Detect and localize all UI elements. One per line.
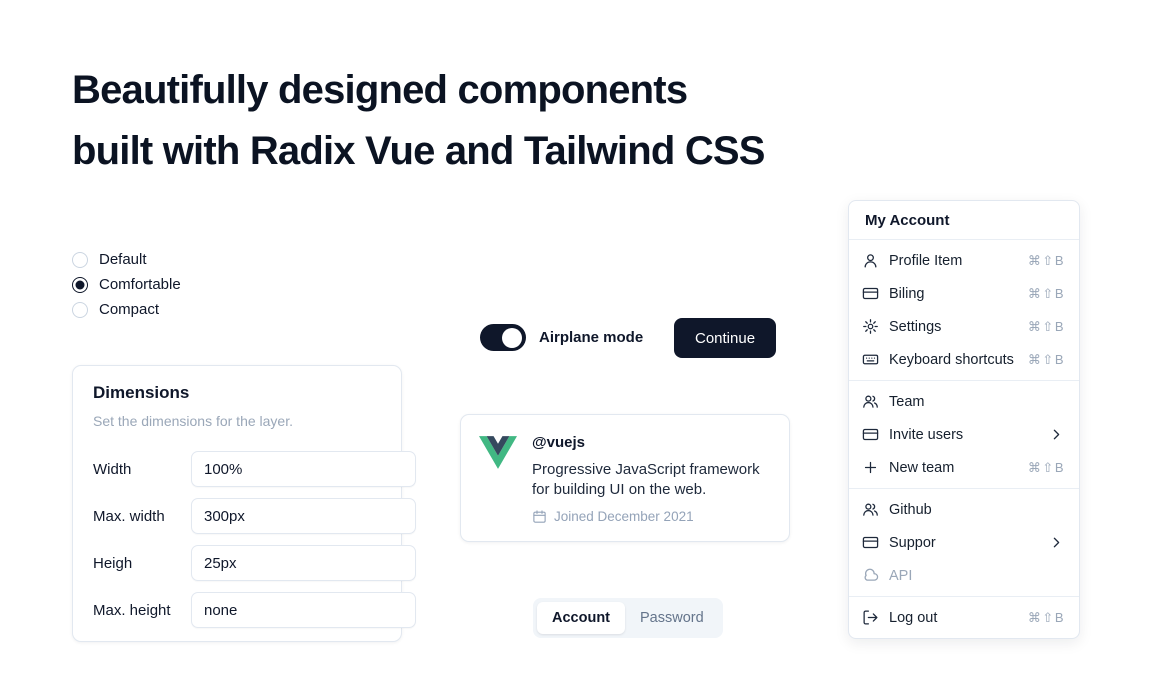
menu-item-invite-users[interactable]: Invite users — [849, 418, 1079, 451]
menu-item-label: Team — [889, 393, 925, 410]
vuejs-card: @vuejs Progressive JavaScript framework … — [460, 414, 790, 542]
credit-card-icon — [862, 426, 879, 443]
vue-card-body: @vuejs Progressive JavaScript framework … — [532, 434, 771, 524]
airplane-mode-row: Airplane mode — [480, 324, 643, 351]
height-input[interactable] — [191, 545, 416, 581]
menu-item-new-team[interactable]: New team ⌘⇧B — [849, 451, 1079, 484]
radio-circle-checked[interactable] — [72, 276, 88, 293]
field-label: Max. width — [93, 507, 165, 525]
menu-item-label: Suppor — [889, 534, 936, 551]
tab-account[interactable]: Account — [537, 602, 625, 634]
width-input[interactable] — [191, 451, 416, 487]
menu-group-logout: Log out ⌘⇧B — [849, 597, 1079, 638]
menu-separator — [849, 596, 1079, 597]
field-label: Heigh — [93, 554, 133, 572]
menu-item-billing[interactable]: Biling ⌘⇧B — [849, 277, 1079, 310]
max-width-input[interactable] — [191, 498, 416, 534]
menu-title: My Account — [865, 212, 950, 229]
menu-item-label: New team — [889, 459, 955, 476]
menu-item-keyboard-shortcuts[interactable]: Keyboard shortcuts ⌘⇧B — [849, 343, 1079, 376]
menu-item-label: Biling — [889, 285, 925, 302]
dimensions-fields: Width Max. width Heigh Max. height — [93, 451, 416, 628]
menu-separator — [849, 380, 1079, 381]
menu-item-label: Github — [889, 501, 932, 518]
continue-button[interactable]: Continue — [674, 318, 777, 358]
field-row-height: Heigh — [93, 545, 416, 581]
credit-card-icon — [862, 534, 879, 551]
menu-item-shortcut: ⌘⇧B — [1027, 351, 1065, 367]
page-title-line2: built with Radix Vue and Tailwind CSS — [72, 129, 765, 173]
menu-item-shortcut: ⌘⇧B — [1027, 459, 1065, 475]
field-label: Width — [93, 460, 132, 478]
calendar-icon — [532, 509, 547, 524]
radio-option-compact[interactable]: Compact — [72, 301, 181, 318]
gear-icon — [862, 318, 879, 335]
users-icon — [862, 501, 879, 518]
chevron-right-icon — [1048, 426, 1065, 443]
radio-option-comfortable[interactable]: Comfortable — [72, 276, 181, 293]
keyboard-icon — [862, 351, 879, 368]
credit-card-icon — [862, 285, 879, 302]
cloud-icon — [862, 567, 879, 584]
dimensions-card: Dimensions Set the dimensions for the la… — [72, 365, 416, 642]
radio-label: Compact — [99, 301, 160, 318]
menu-item-label: Invite users — [889, 426, 964, 443]
menu-group-team: Team Invite users New team ⌘⇧B — [849, 381, 1079, 488]
vue-joined-row: Joined December 2021 — [532, 509, 771, 524]
menu-item-log-out[interactable]: Log out ⌘⇧B — [849, 601, 1079, 634]
field-row-max-height: Max. height — [93, 592, 416, 628]
page-title: Beautifully designed components built wi… — [72, 60, 765, 182]
users-icon — [862, 393, 879, 410]
page-title-line1: Beautifully designed components — [72, 68, 688, 112]
vue-logo-icon — [479, 436, 517, 522]
radio-option-default[interactable]: Default — [72, 251, 181, 268]
menu-item-api: API — [849, 559, 1079, 592]
radio-label: Default — [99, 251, 147, 268]
field-label: Max. height — [93, 601, 171, 619]
field-row-max-width: Max. width — [93, 498, 416, 534]
log-out-icon — [862, 609, 879, 626]
menu-item-shortcut: ⌘⇧B — [1027, 252, 1065, 268]
menu-item-github[interactable]: Github — [849, 493, 1079, 526]
max-height-input[interactable] — [191, 592, 416, 628]
vue-joined-text: Joined December 2021 — [554, 509, 694, 524]
airplane-mode-switch[interactable] — [480, 324, 526, 351]
menu-item-profile[interactable]: Profile Item ⌘⇧B — [849, 244, 1079, 277]
menu-item-support[interactable]: Suppor — [849, 526, 1079, 559]
menu-item-label: Profile Item — [889, 252, 963, 269]
airplane-mode-label: Airplane mode — [539, 329, 644, 346]
account-tabs: Account Password — [533, 598, 723, 638]
vue-handle: @vuejs — [532, 434, 585, 451]
user-icon — [862, 252, 879, 269]
menu-group-misc: Github Suppor API — [849, 489, 1079, 596]
vue-description: Progressive JavaScript framework for bui… — [532, 461, 760, 498]
tab-password[interactable]: Password — [640, 610, 704, 626]
dimensions-subtitle: Set the dimensions for the layer. — [93, 413, 293, 429]
menu-item-label: Log out — [889, 609, 938, 626]
menu-separator — [849, 239, 1079, 240]
menu-group-profile: Profile Item ⌘⇧B Biling ⌘⇧B Settings ⌘⇧B… — [849, 240, 1079, 380]
plus-icon — [862, 459, 879, 476]
menu-item-label: API — [889, 567, 913, 584]
density-radio-group: Default Comfortable Compact — [72, 251, 181, 318]
account-dropdown-menu: My Account Profile Item ⌘⇧B Biling ⌘⇧B S… — [848, 200, 1080, 639]
field-row-width: Width — [93, 451, 416, 487]
menu-item-settings[interactable]: Settings ⌘⇧B — [849, 310, 1079, 343]
menu-item-shortcut: ⌘⇧B — [1027, 285, 1065, 301]
chevron-right-icon — [1048, 534, 1065, 551]
menu-item-shortcut: ⌘⇧B — [1027, 609, 1065, 625]
switch-knob — [502, 327, 522, 348]
radio-circle[interactable] — [72, 251, 88, 268]
radio-circle[interactable] — [72, 301, 88, 318]
menu-separator — [849, 488, 1079, 489]
menu-item-label: Keyboard shortcuts — [889, 351, 1014, 368]
radio-label: Comfortable — [99, 276, 181, 293]
menu-item-team[interactable]: Team — [849, 385, 1079, 418]
dimensions-title: Dimensions — [93, 383, 190, 402]
menu-item-label: Settings — [889, 318, 942, 335]
menu-item-shortcut: ⌘⇧B — [1027, 318, 1065, 334]
